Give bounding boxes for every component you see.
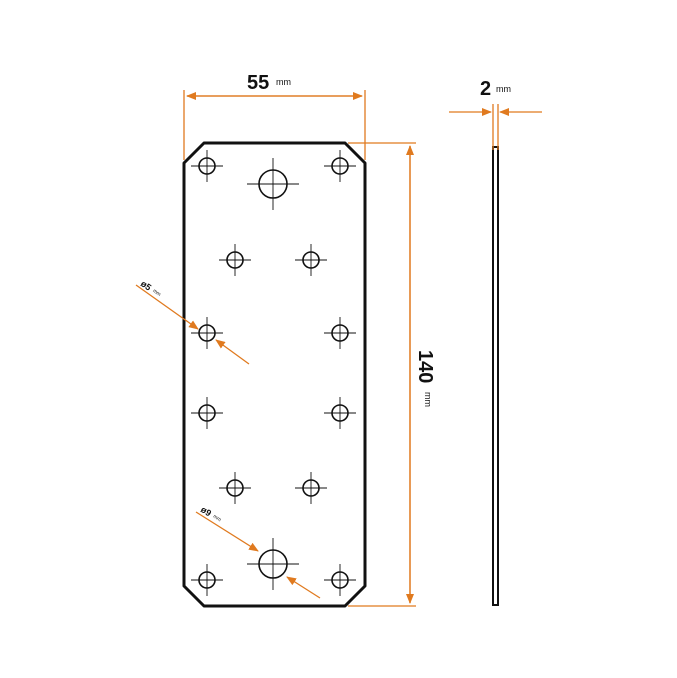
small-hole xyxy=(191,564,223,596)
small-hole-callout xyxy=(135,284,250,365)
large-hole xyxy=(247,538,299,590)
small-hole xyxy=(295,472,327,504)
small-hole xyxy=(191,317,223,349)
small-hole-unit: mm xyxy=(151,288,161,298)
small-hole xyxy=(219,472,251,504)
thickness-value: 2 xyxy=(480,78,491,100)
large-hole-diameter: ø9 xyxy=(199,504,213,518)
small-hole xyxy=(219,244,251,276)
large-hole-callout xyxy=(195,511,321,599)
small-hole xyxy=(324,317,356,349)
height-value: 140 xyxy=(414,350,436,383)
width-dimension xyxy=(183,90,366,160)
height-dimension xyxy=(348,142,416,607)
small-hole xyxy=(191,150,223,182)
small-hole xyxy=(324,397,356,429)
plate-outline xyxy=(182,141,367,608)
small-hole xyxy=(324,150,356,182)
thickness-unit: mm xyxy=(496,84,511,94)
side-view-profile xyxy=(492,146,499,606)
thickness-dimension xyxy=(449,104,542,150)
width-unit: mm xyxy=(276,77,291,87)
width-value: 55 xyxy=(247,72,269,94)
large-hole-unit: mm xyxy=(212,514,222,524)
height-unit: mm xyxy=(423,392,433,407)
small-hole xyxy=(295,244,327,276)
holes-group xyxy=(191,150,356,596)
small-hole xyxy=(324,564,356,596)
small-hole xyxy=(191,397,223,429)
large-hole xyxy=(247,158,299,210)
small-hole-diameter: ø5 xyxy=(139,278,153,292)
